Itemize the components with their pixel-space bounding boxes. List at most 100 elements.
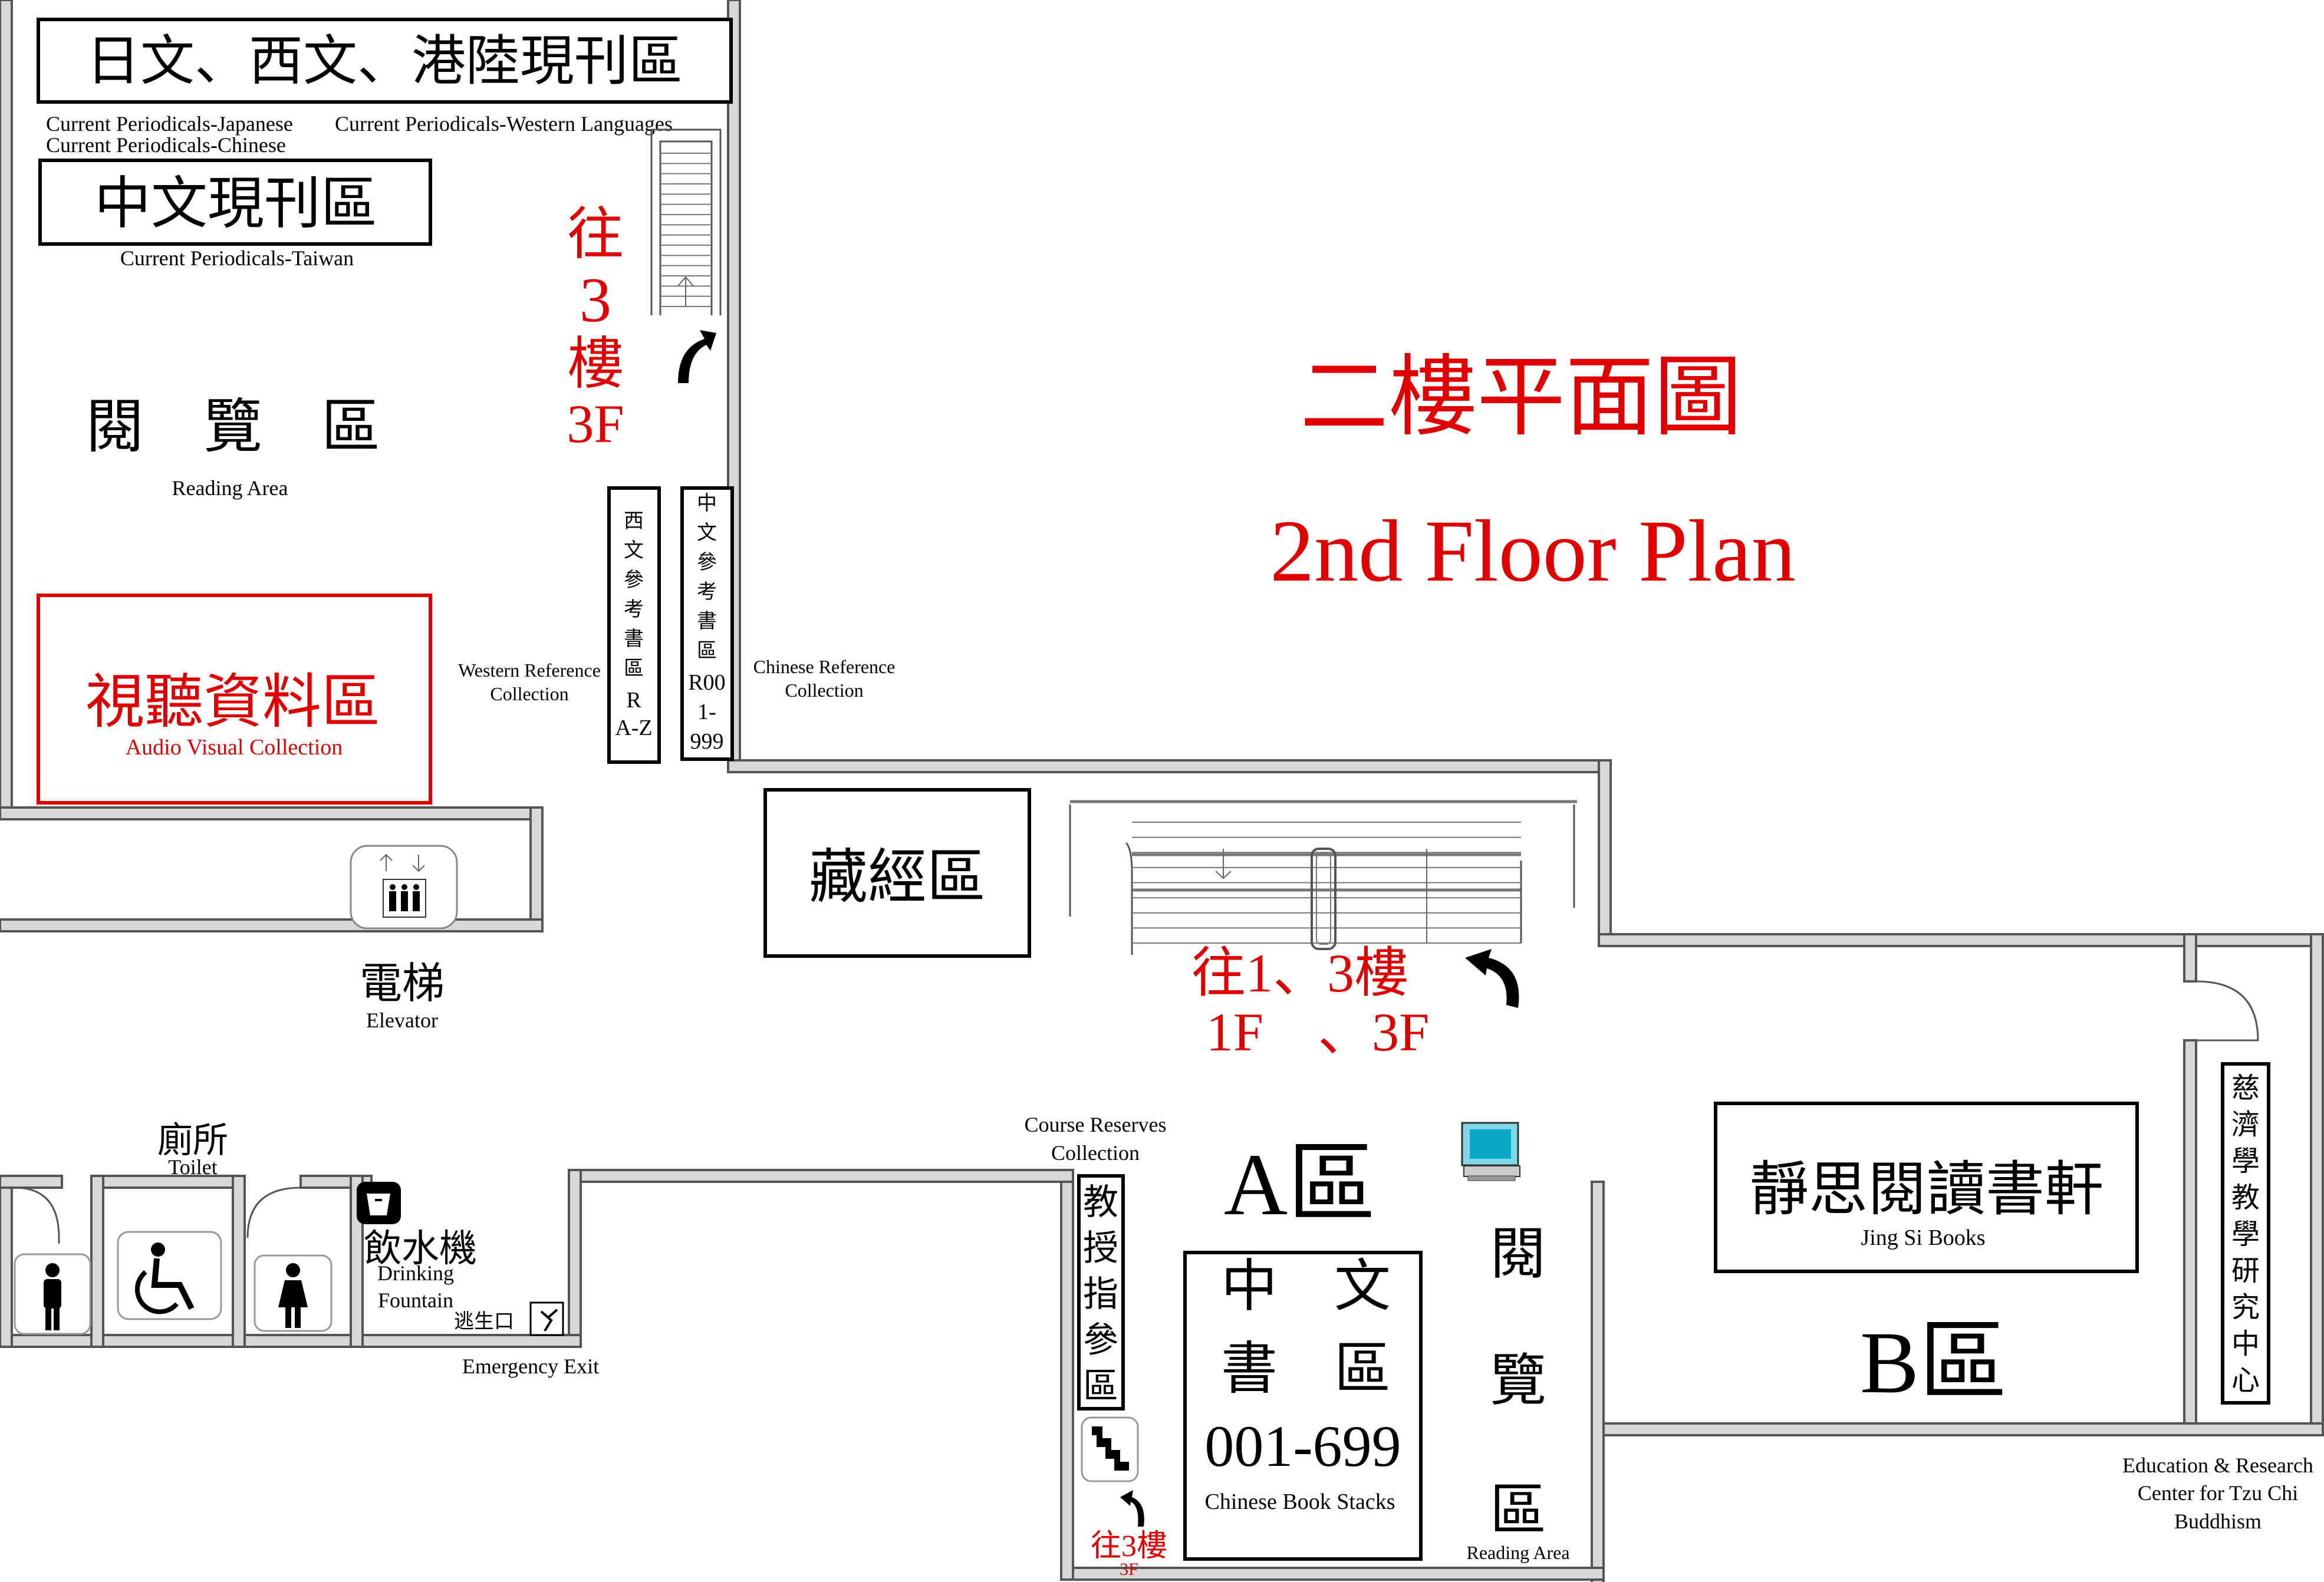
tzu-chi-center-char: 心 [2231, 1365, 2260, 1396]
western-reference-code: A-Z [615, 716, 652, 740]
chinese-reference-char: 中 [697, 492, 717, 515]
wall [1591, 1181, 1605, 1582]
stairs-char: 樓 [567, 332, 624, 395]
chinese-reference-char: 考 [697, 581, 717, 603]
periodicals-western-label: Current Periodicals-Western Languages [335, 112, 673, 136]
course-reserves-char: 指 [1083, 1275, 1118, 1314]
chinese-reference-code: 999 [690, 729, 724, 754]
tzu-chi-center-en: Buddhism [2174, 1510, 2262, 1533]
elevator-area: 電梯 Elevator [350, 845, 458, 1032]
wall [727, 759, 1611, 773]
periodicals-foreign-area: 日文、西文、港陸現刊區 Current Periodicals-Japanese… [37, 18, 733, 157]
wall [1060, 1567, 1605, 1581]
doors [14, 980, 2259, 1244]
western-reference-char: 西 [624, 510, 644, 532]
reading-area-char: 區 [1490, 1479, 1546, 1542]
arrow-up-left-icon [1120, 1490, 1144, 1527]
stair-landing-post [1311, 848, 1337, 950]
wall [2310, 933, 2324, 1436]
toilet-en: Toilet [168, 1155, 217, 1179]
upper-staircase [650, 128, 722, 383]
stair-direction-arrow [1215, 849, 1427, 943]
wall [0, 1334, 582, 1348]
wall [2183, 1039, 2197, 1425]
periodicals-chinese-label: Current Periodicals-Chinese [46, 133, 286, 157]
periodicals-taiwan-area: 中文現刊區 Current Periodicals-Taiwan [38, 159, 432, 270]
tzu-chi-center-char: 學 [2231, 1146, 2260, 1177]
zone-a: A區 [1224, 1136, 1376, 1234]
chinese-stacks-box [1183, 1251, 1423, 1561]
upper-stairs-label: 往 3 樓 3F [567, 203, 624, 454]
chinese-stacks-label: 書 區 [1221, 1337, 1391, 1400]
jing-si-box [1714, 1102, 2139, 1273]
drinking-fountain-label: 飲水機 [364, 1228, 477, 1270]
wall [232, 1175, 246, 1348]
chinese-reference-en: Chinese Reference [753, 656, 896, 677]
chinese-reference-char: 書 [697, 610, 717, 632]
chinese-reference-code: R00 [688, 670, 725, 695]
women-toilet-icon [254, 1254, 333, 1332]
course-reserves-char: 參 [1083, 1321, 1118, 1360]
drinking-fountain-en: Fountain [378, 1288, 453, 1312]
tzu-chi-center-char: 教 [2231, 1182, 2260, 1214]
chinese-reference-code: 1- [697, 700, 716, 724]
chinese-reference-box [680, 486, 734, 761]
reading-area-en: Reading Area [1466, 1542, 1569, 1563]
zone-a-label: A區 [1224, 1136, 1376, 1234]
tzu-chi-center-char: 學 [2231, 1219, 2260, 1250]
western-reference-char: 書 [624, 628, 644, 650]
elevator-label: 電梯 [360, 960, 445, 1007]
stairs-floor: 3F [567, 394, 624, 454]
computer-icon [1461, 1122, 1520, 1181]
wall [2183, 933, 2197, 983]
wall [0, 1175, 13, 1348]
stair-frame-inner [659, 140, 713, 315]
title-zh: 二樓平面圖 [1300, 349, 1742, 447]
western-reference-char: 文 [624, 539, 644, 562]
arrow-up-left-icon [1465, 949, 1519, 1008]
title-en: 2nd Floor Plan [1270, 502, 1796, 600]
jing-si-area: 靜思閱讀書軒 Jing Si Books [1714, 1102, 2139, 1273]
wall [0, 1175, 63, 1189]
chinese-reference-char: 參 [697, 551, 717, 574]
course-reserves-char: 授 [1083, 1229, 1118, 1268]
stair-steps [1132, 822, 1521, 944]
chinese-stacks-en: Chinese Book Stacks [1205, 1489, 1395, 1514]
door-swing [246, 1186, 301, 1238]
stair-rail [1069, 805, 1575, 917]
stairs-char: 往 [567, 203, 624, 266]
periodicals-taiwan-en: Current Periodicals-Taiwan [120, 246, 354, 270]
wall [1598, 759, 1612, 947]
wall [568, 1169, 1074, 1183]
tzu-chi-center-char: 慈 [2231, 1073, 2260, 1104]
drinking-fountain-area: 飲水機 Drinking Fountain [357, 1182, 477, 1312]
door-swing [2195, 980, 2259, 1042]
emergency-exit-label: 逃生口 [454, 1310, 514, 1333]
reading-area-char: 覽 [1490, 1349, 1546, 1412]
wall [529, 806, 544, 932]
small-stairs-label: 往3樓 [1091, 1530, 1167, 1563]
chinese-reference-char: 區 [697, 640, 717, 662]
elevator-arrows [380, 853, 425, 872]
western-reference-char: 區 [624, 658, 644, 680]
chinese-reference-en: Collection [785, 680, 863, 701]
wall [0, 918, 544, 932]
wall [90, 1175, 104, 1348]
periodicals-foreign-box [37, 18, 733, 104]
western-reference-char: 考 [624, 599, 644, 621]
course-reserves-en: Collection [1051, 1141, 1140, 1165]
door-swing [14, 1186, 60, 1244]
audio-visual-en: Audio Visual Collection [126, 735, 343, 760]
reading-area-char: 閱 [1490, 1222, 1546, 1286]
map-title: 二樓平面圖 2nd Floor Plan [1270, 349, 1796, 600]
toilet-area: 廁所 Toilet [14, 1121, 333, 1335]
course-reserves-char: 教 [1083, 1183, 1118, 1222]
reading-area-upper: 閱 覽 區 Reading Area [85, 394, 380, 500]
chinese-stacks-label: 中 文 [1221, 1255, 1391, 1318]
